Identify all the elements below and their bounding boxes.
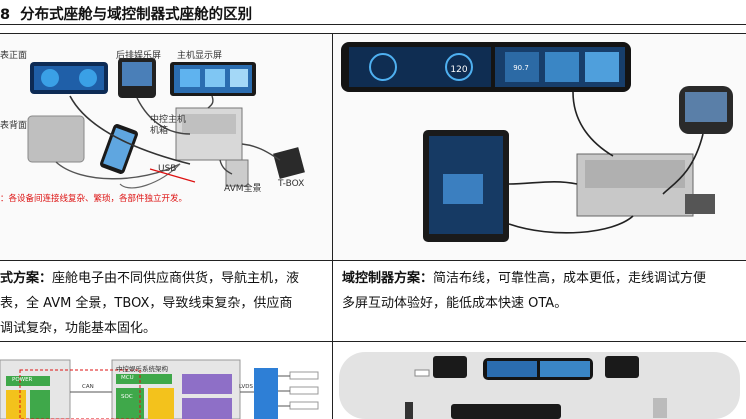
diagram-mcu-label: MCU bbox=[121, 375, 134, 381]
distributed-cockpit-photo: 表正面 后排娱乐屏 主机显示屏 表背面 中控主机 机箱 USB AVM全景 T-… bbox=[0, 34, 332, 260]
section-heading: 8 分布式座舱与域控制器式座舱的区别 bbox=[0, 0, 746, 24]
row-divider-2 bbox=[0, 341, 746, 342]
right-caption-line1: 简洁布线，可靠性高，成本更低，走线调试方便 bbox=[433, 271, 707, 286]
label-cluster-front: 表正面 bbox=[0, 51, 28, 61]
diagram-soc-label: SOC bbox=[121, 394, 133, 400]
right-caption-title: 域控制器方案： bbox=[342, 271, 434, 286]
right-caption: 域控制器方案：简洁布线，可靠性高，成本更低，走线调试方便 多屏互动体验好，能低成… bbox=[342, 266, 706, 316]
row-divider-1 bbox=[0, 260, 746, 261]
left-caption-title: 式方案： bbox=[0, 271, 53, 286]
label-cluster-back: 表背面 bbox=[0, 121, 28, 131]
diagram-power-label: POWER bbox=[12, 377, 33, 383]
heading-title: 分布式座舱与域控制器式座舱的区别 bbox=[20, 7, 253, 23]
diagram-can-label: CAN bbox=[82, 384, 94, 390]
label-avm: AVM全景 bbox=[224, 184, 262, 194]
label-central-host-2: 机箱 bbox=[150, 126, 169, 136]
label-usb: USB bbox=[158, 164, 177, 174]
label-main-display: 主机显示屏 bbox=[177, 51, 223, 61]
left-caption-line1: 座舱电子由不同供应商供货，导航主机，液 bbox=[52, 271, 300, 286]
right-caption-line2: 多屏互动体验好，能低成本快速 OTA。 bbox=[342, 296, 568, 311]
left-caption-line2: 表，全 AVM 全景，TBOX，导致线束复杂，供应商 bbox=[0, 296, 293, 311]
left-caption: 式方案：座舱电子由不同供应商供货，导航主机，液 表，全 AVM 全景，TBOX，… bbox=[0, 266, 299, 341]
heading-number: 8 bbox=[0, 7, 11, 23]
domain-controller-photo: 120 90.7 bbox=[333, 34, 746, 260]
label-central-host-1: 中控主机 bbox=[150, 115, 187, 125]
column-divider bbox=[332, 33, 333, 419]
speedometer-readout: 120 bbox=[450, 65, 467, 75]
label-rear-entertainment: 后排娱乐屏 bbox=[116, 51, 162, 61]
domain-controller-diagram bbox=[333, 342, 746, 419]
table-header-divider bbox=[0, 33, 746, 34]
left-caption-line3: 调试复杂，功能基本固化。 bbox=[0, 321, 157, 336]
label-note: ：各设备间连接线复杂、繁琐，各部件独立开发。 bbox=[0, 194, 188, 204]
distributed-architecture-diagram: 中控娱乐系统架构 POWER MCU SOC CAN LVDS bbox=[0, 342, 332, 419]
heading-text: 8 分布式座舱与域控制器式座舱的区别 bbox=[0, 3, 252, 24]
label-tbox: T-BOX bbox=[278, 179, 305, 189]
temperature-readout: 90.7 bbox=[513, 64, 529, 72]
diagram-lvds-label: LVDS bbox=[239, 384, 253, 390]
table-top-border bbox=[0, 24, 746, 25]
diagram-arch-label: 中控娱乐系统架构 bbox=[116, 365, 168, 373]
